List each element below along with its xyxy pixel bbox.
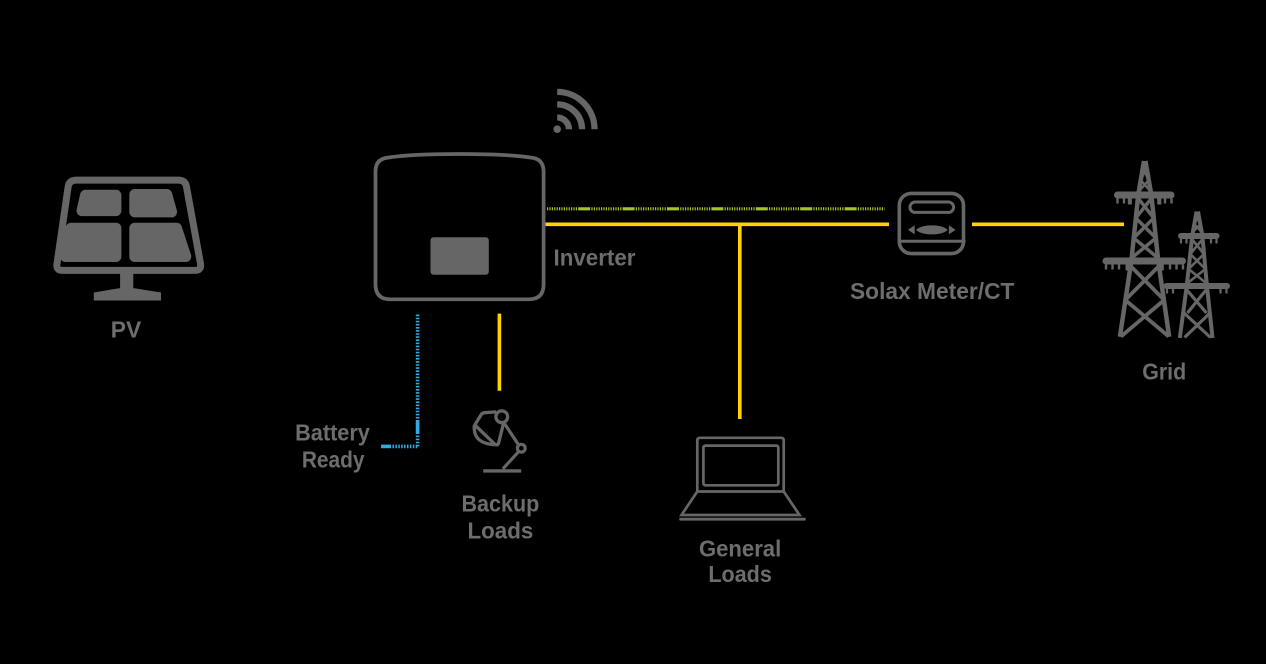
svg-text:Loads: Loads [468,518,534,544]
svg-text:Battery: Battery [295,419,370,445]
svg-text:Inverter: Inverter [554,245,636,271]
svg-text:General: General [699,536,781,562]
svg-text:Solax Meter/CT: Solax Meter/CT [850,278,1014,304]
svg-text:Grid: Grid [1142,359,1186,385]
svg-text:Backup: Backup [462,490,540,516]
svg-text:Ready: Ready [302,447,365,473]
svg-text:PV: PV [111,316,142,342]
svg-text:Loads: Loads [708,561,771,587]
